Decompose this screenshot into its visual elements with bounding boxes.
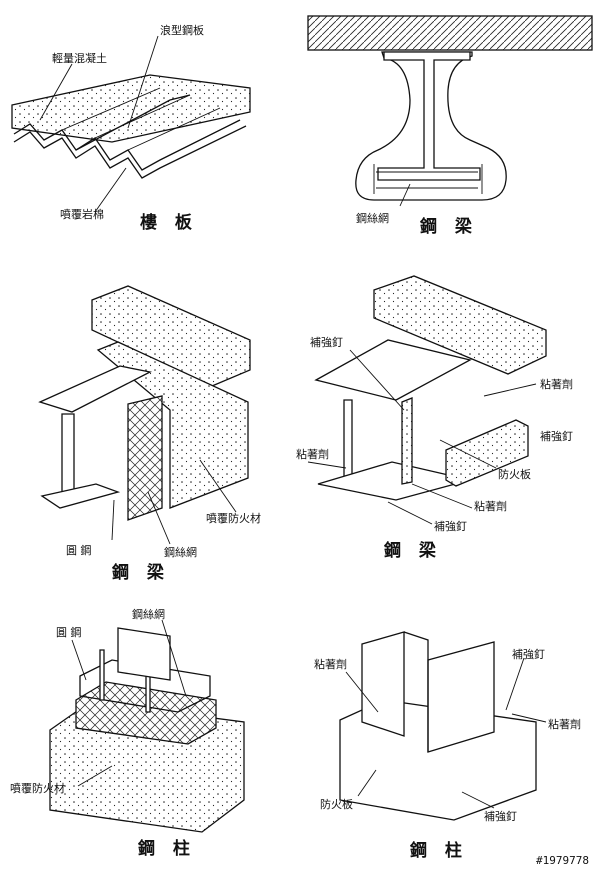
column-fire-board-label: 防火板 bbox=[320, 797, 353, 811]
rockwool-leader bbox=[94, 167, 127, 213]
adhesive-bottom-leader bbox=[411, 483, 473, 509]
column-adhesive-left-label: 粘著劑 bbox=[314, 657, 347, 671]
adhesive-left-leader-col bbox=[345, 671, 379, 713]
wire-mesh-label: 鋼絲網 bbox=[164, 545, 197, 559]
sprayed-beam-panel: 圓 鋼 鋼絲網 噴覆防火材 鋼 梁 bbox=[38, 285, 261, 583]
adhesive-bottom-label: 粘著劑 bbox=[474, 499, 507, 513]
fire-board-label: 防火板 bbox=[498, 467, 531, 481]
floor-slab-caption: 樓 板 bbox=[140, 212, 198, 233]
sprayed-rockwool-label: 噴覆岩棉 bbox=[60, 207, 104, 221]
floor-slab-panel: 輕量混凝土 浪型鋼板 噴覆岩棉 樓 板 bbox=[11, 23, 251, 233]
mesh-leader bbox=[147, 491, 171, 545]
beam-section-caption: 鋼 梁 bbox=[419, 216, 478, 237]
sprayed-fireproof-label: 噴覆防火材 bbox=[206, 511, 261, 525]
column-round-steel-label: 圓 鋼 bbox=[56, 625, 82, 639]
beam-section-panel: 鋼絲網 鋼 梁 bbox=[307, 15, 593, 237]
beam-mesh-leader bbox=[399, 183, 411, 207]
round-steel-leader bbox=[111, 499, 115, 541]
column-reinforcing-nail-top-label: 補強釘 bbox=[512, 647, 545, 661]
spray-leader bbox=[199, 459, 237, 513]
adhesive-right-leader bbox=[483, 383, 537, 397]
column-adhesive-right-label: 粘著劑 bbox=[548, 717, 581, 731]
corrugated-steel-label: 浪型鋼板 bbox=[160, 23, 204, 37]
boarded-column-panel: 粘著劑 補強釘 粘著劑 防火板 補強釘 鋼 柱 bbox=[314, 631, 581, 861]
adhesive-right-label: 粘著劑 bbox=[540, 377, 573, 391]
board-leader-col bbox=[357, 769, 377, 797]
nail-top-leader-col bbox=[505, 657, 525, 711]
sprayed-beam-caption: 鋼 梁 bbox=[111, 562, 170, 583]
column-reinforcing-nail-bottom-label: 補強釘 bbox=[484, 809, 517, 823]
boarded-beam-panel: 補強釘 粘著劑 補強釘 粘著劑 防火板 粘著劑 補強釘 鋼 梁 bbox=[296, 275, 573, 561]
column-wire-mesh-label: 鋼絲網 bbox=[132, 607, 165, 621]
sprayed-column-caption: 鋼 柱 bbox=[137, 838, 196, 859]
corrugated-steel-leader bbox=[127, 35, 159, 129]
lightweight-concrete-label: 輕量混凝土 bbox=[52, 51, 107, 65]
boarded-column-caption: 鋼 柱 bbox=[409, 840, 468, 861]
round-steel-leader-col bbox=[71, 639, 87, 681]
round-steel-label: 圓 鋼 bbox=[66, 543, 92, 557]
lightweight-concrete-leader bbox=[39, 63, 73, 121]
reinforcing-nail-bottom-label: 補強釘 bbox=[434, 519, 467, 533]
watermark-id: #1979778 bbox=[536, 854, 589, 867]
adhesive-left-leader bbox=[307, 461, 347, 469]
boarded-beam-caption: 鋼 梁 bbox=[383, 540, 442, 561]
nail-bottom-leader bbox=[387, 501, 433, 525]
nail-top-leader bbox=[349, 349, 405, 411]
mesh-leader-col bbox=[161, 619, 187, 697]
slab-section bbox=[307, 15, 593, 51]
adhesive-right-leader-col bbox=[511, 713, 547, 723]
adhesive-left-label: 粘著劑 bbox=[296, 447, 329, 461]
board-leader bbox=[439, 439, 497, 469]
sprayed-column-panel: 圓 鋼 鋼絲網 噴覆防火材 鋼 柱 bbox=[10, 607, 245, 859]
beam-wire-mesh-label: 鋼絲網 bbox=[356, 211, 389, 225]
nail-bottom-leader-col bbox=[461, 791, 495, 809]
reinforcing-nail-right-label: 補強釘 bbox=[540, 429, 573, 443]
column-sprayed-fireproof-label: 噴覆防火材 bbox=[10, 781, 65, 795]
reinforcing-nail-top-label: 補強釘 bbox=[310, 335, 343, 349]
spray-leader-col bbox=[77, 765, 113, 787]
